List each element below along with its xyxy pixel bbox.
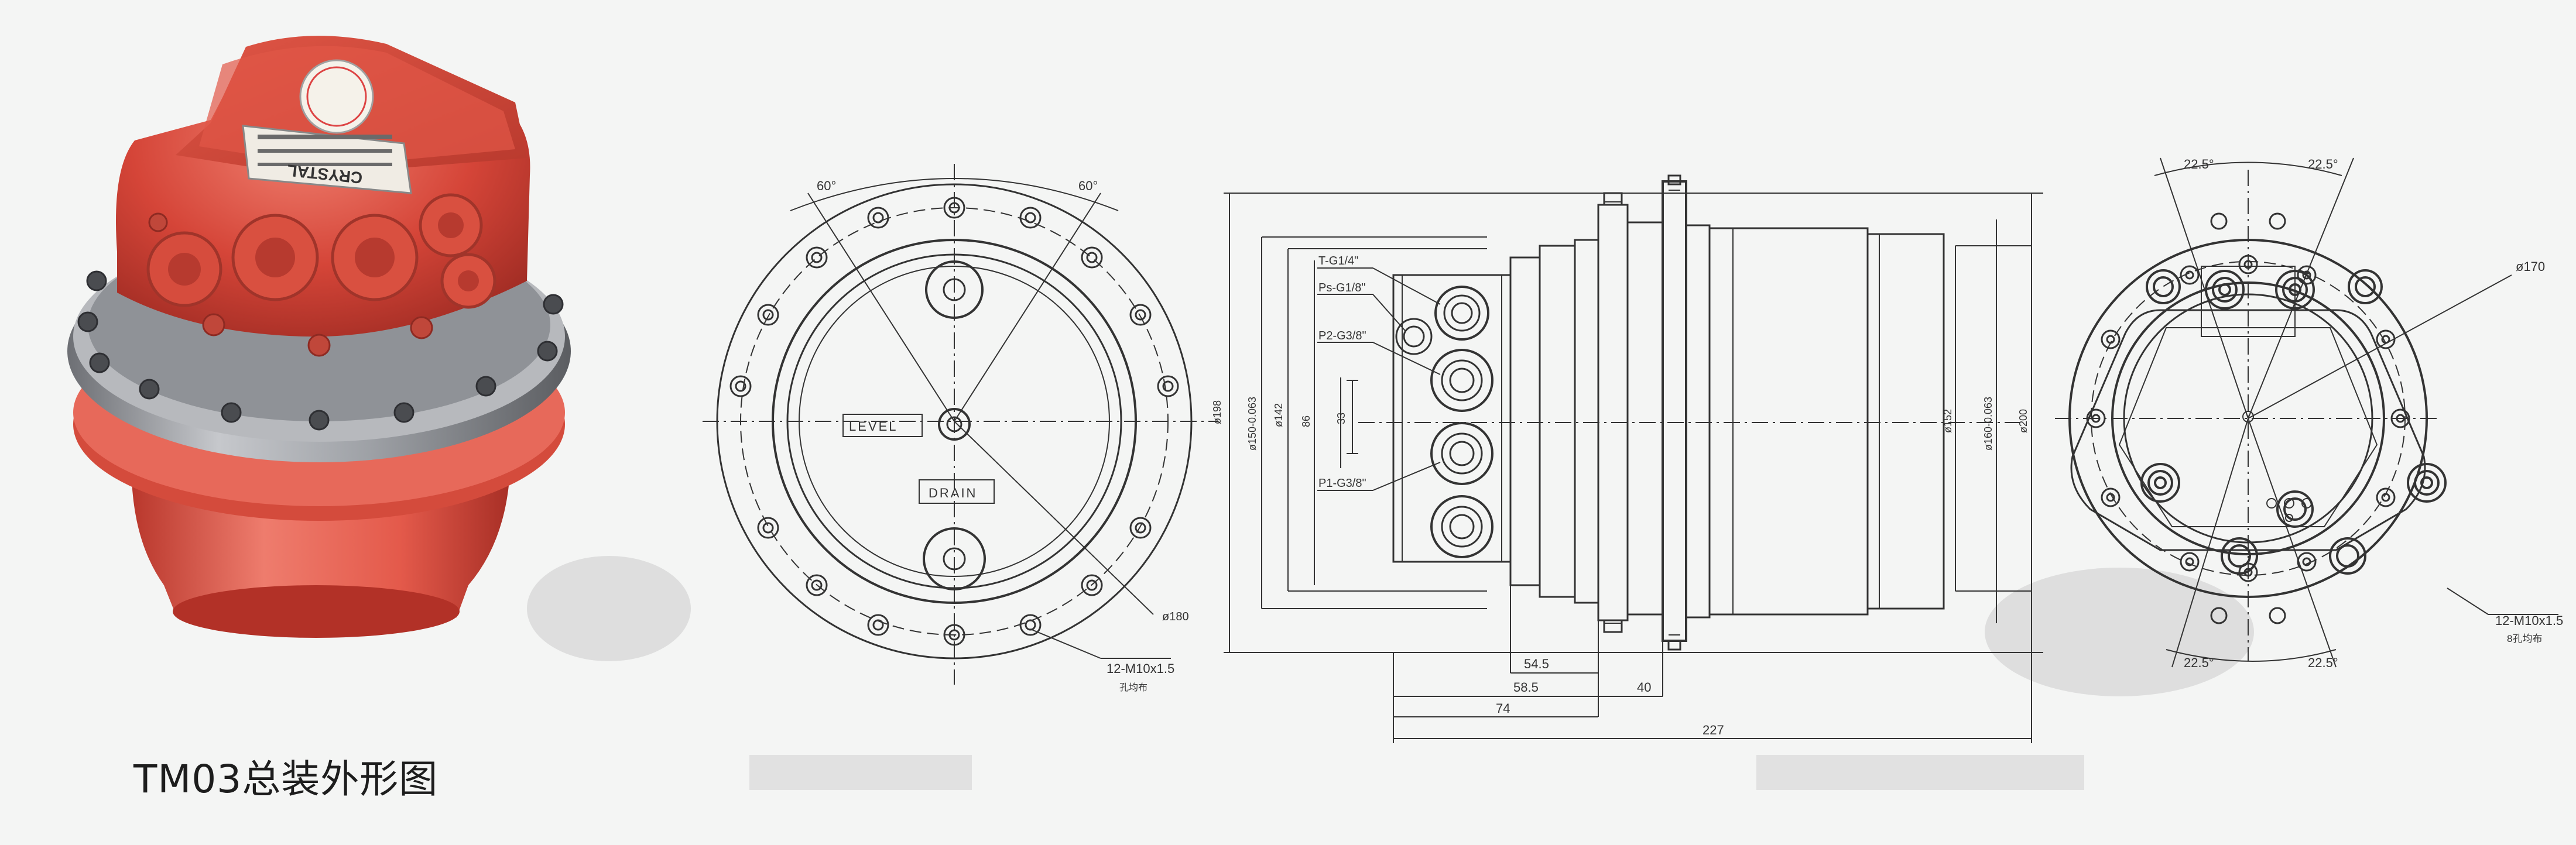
port-p2-label: P2-G3/8": [1318, 329, 1366, 342]
rear-angle-tl: 22.5°: [2184, 157, 2214, 171]
dim-33-label: 33: [1335, 413, 1347, 424]
side-view: [1224, 174, 2043, 743]
side-view-labels: T-G1/4" Ps-G1/8" P2-G3/8" P1-G3/8" ø198 …: [1211, 255, 2029, 737]
dia-142-label: ø142: [1273, 403, 1284, 427]
front-angle-right: 60°: [1078, 178, 1098, 193]
rear-thread: 12-M10x1.5: [2495, 613, 2563, 628]
dia-200-label: ø200: [2017, 409, 2029, 433]
front-dia-180: ø180: [1162, 610, 1189, 623]
front-view-labels: 60° 60° LEVEL DRAIN ø180 12-M10x1.5 孔均布: [817, 178, 1189, 693]
dim-40-label: 40: [1637, 680, 1651, 695]
dia-160-label: ø160-0.063: [1982, 397, 1994, 451]
rear-angle-br: 22.5°: [2308, 655, 2338, 670]
front-angle-left: 60°: [817, 178, 836, 193]
dim-58-5-label: 58.5: [1513, 680, 1539, 695]
front-thread: 12-M10x1.5: [1107, 661, 1174, 676]
front-view: [703, 164, 1218, 685]
dim-86-label: 86: [1300, 415, 1312, 427]
hydraulic-ports: [146, 193, 496, 309]
front-thread-note: 孔均布: [1119, 682, 1147, 693]
dim-227-label: 227: [1703, 723, 1724, 737]
dia-150-label: ø150-0.063: [1246, 397, 1258, 451]
rear-angle-tr: 22.5°: [2308, 157, 2338, 171]
port-ps-label: Ps-G1/8": [1318, 281, 1365, 294]
level-label: LEVEL: [849, 419, 898, 434]
dia-152-label: ø152: [1942, 409, 1954, 433]
nameplate: CRYSTAL: [242, 125, 412, 194]
dim-74-label: 74: [1496, 701, 1510, 716]
dia-198-label: ø198: [1211, 400, 1223, 424]
drain-label: DRAIN: [929, 486, 977, 500]
rear-angle-bl: 22.5°: [2184, 655, 2214, 670]
dim-54-5-label: 54.5: [1524, 657, 1549, 671]
product-photo: CRYSTAL: [67, 36, 571, 638]
port-t-label: T-G1/4": [1318, 255, 1358, 267]
background-shadows: [527, 556, 2254, 790]
rear-view-labels: 22.5° 22.5° 22.5° 22.5° ø170 12-M10x1.5 …: [2184, 157, 2563, 670]
port-p1-label: P1-G3/8": [1318, 477, 1366, 490]
rear-view: [2055, 157, 2558, 668]
figure-caption: TM03总装外形图: [133, 757, 439, 802]
rear-thread-note: 8孔均布: [2507, 633, 2542, 644]
rear-dia-170: ø170: [2516, 259, 2545, 274]
